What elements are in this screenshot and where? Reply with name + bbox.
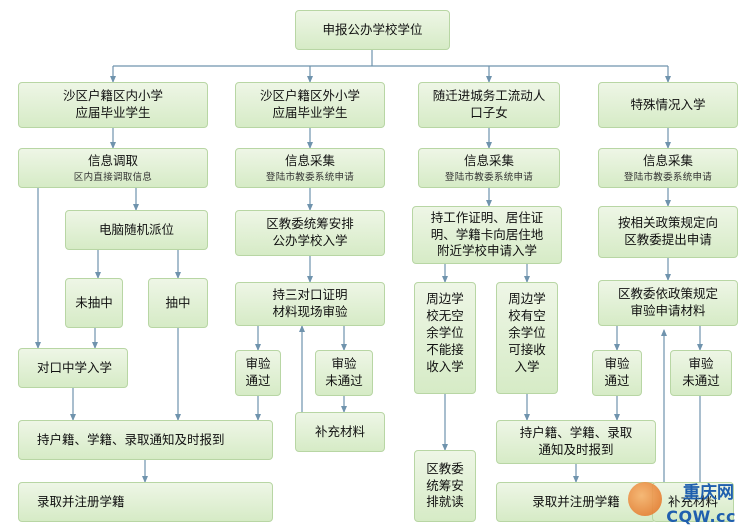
has-seats-line-2: 校有空 xyxy=(508,307,546,323)
no-seats-line-5: 收入学 xyxy=(426,358,464,374)
has-seats-box: 周边学 校有空 余学位 可接收 入学 xyxy=(496,282,558,394)
supplement-box-4: 补充材料 xyxy=(652,482,734,522)
no-seats-line-4: 不能接 xyxy=(426,341,464,357)
header-migrant-children: 随迁进城务工流动人 口子女 xyxy=(418,82,560,128)
watermark-line-2: CQW.cc xyxy=(666,507,736,526)
review-fail-line-1: 审验 xyxy=(331,356,357,372)
computer-lottery-label: 电脑随机派位 xyxy=(98,221,174,237)
district-arrange-study-line-3: 排就读 xyxy=(426,494,464,510)
policy-review-line-2: 审验申请材料 xyxy=(630,303,706,318)
header-line-2: 应届毕业学生 xyxy=(272,105,348,120)
onsite-review-line-2: 材料现场审验 xyxy=(272,304,348,319)
drawn-box: 抽中 xyxy=(148,278,208,328)
info-collection-sub: 登陆市教委系统申请 xyxy=(265,171,355,183)
header-line-1: 沙区户籍区外小学 xyxy=(259,88,360,104)
report-line-1: 持户籍、学籍、录取 xyxy=(519,425,633,441)
apply-line-1: 持工作证明、居住证 xyxy=(430,209,544,225)
policy-application-line-2: 区教委提出申请 xyxy=(624,232,712,247)
review-pass-line-1: 审验 xyxy=(604,356,630,372)
info-retrieval-sub: 区内直接调取信息 xyxy=(73,171,153,183)
counterpart-school-box: 对口中学入学 xyxy=(18,348,128,388)
onsite-review-line-1: 持三对口证明 xyxy=(272,287,348,303)
header-label: 特殊情况入学 xyxy=(630,96,706,112)
header-special-cases: 特殊情况入学 xyxy=(598,82,738,128)
header-local-out-district: 沙区户籍区外小学 应届毕业学生 xyxy=(235,82,385,128)
policy-review-box: 区教委依政策规定 审验申请材料 xyxy=(598,280,738,326)
district-arrange-line-2: 公办学校入学 xyxy=(272,233,348,248)
register-label: 录取并注册学籍 xyxy=(532,493,620,509)
header-line-1: 沙区户籍区内小学 xyxy=(62,88,163,104)
onsite-review-box: 持三对口证明 材料现场审验 xyxy=(235,282,385,326)
review-fail-box-2: 审验 未通过 xyxy=(315,350,373,396)
info-collection-title: 信息采集 xyxy=(642,152,693,168)
district-arrange-study-line-1: 区教委 xyxy=(426,460,464,476)
report-line-2: 通知及时报到 xyxy=(538,442,614,457)
site-watermark: 重庆网 CQW.cc xyxy=(624,478,744,528)
review-pass-box-4: 审验 通过 xyxy=(592,350,642,396)
review-fail-box-4: 审验 未通过 xyxy=(670,350,732,396)
policy-application-line-1: 按相关政策规定向 xyxy=(617,215,718,231)
review-pass-line-1: 审验 xyxy=(245,356,271,372)
info-collection-box-4: 信息采集 登陆市教委系统申请 xyxy=(598,148,738,188)
root-label: 申报公办学校学位 xyxy=(322,21,423,37)
info-collection-title: 信息采集 xyxy=(463,152,514,168)
counterpart-label: 对口中学入学 xyxy=(37,359,113,375)
info-retrieval-title: 信息调取 xyxy=(87,152,138,168)
no-seats-line-3: 余学位 xyxy=(426,324,464,340)
has-seats-line-4: 可接收 xyxy=(508,341,546,357)
header-line-2: 应届毕业学生 xyxy=(75,105,151,120)
not-drawn-box: 未抽中 xyxy=(65,278,123,328)
review-fail-line-2: 未通过 xyxy=(325,373,363,388)
drawn-label: 抽中 xyxy=(165,294,191,310)
apply-line-3: 附近学校申请入学 xyxy=(436,243,537,259)
info-retrieval-box: 信息调取 区内直接调取信息 xyxy=(18,148,208,188)
has-seats-line-3: 余学位 xyxy=(508,324,546,340)
watermark-line-1: 重庆网 xyxy=(683,483,734,503)
district-arrange-box: 区教委统筹安排 公办学校入学 xyxy=(235,210,385,256)
apply-with-documents-box: 持工作证明、居住证 明、学籍卡向居住地 附近学校申请入学 xyxy=(412,206,562,264)
district-arrange-study-box: 区教委 统筹安 排就读 xyxy=(414,450,476,522)
info-collection-sub: 登陆市教委系统申请 xyxy=(444,171,534,183)
review-pass-line-2: 通过 xyxy=(604,373,630,388)
supplement-label: 补充材料 xyxy=(667,493,718,509)
review-fail-line-1: 审验 xyxy=(688,356,714,372)
no-seats-line-2: 校无空 xyxy=(426,307,464,323)
district-arrange-line-1: 区教委统筹安排 xyxy=(266,216,354,232)
review-pass-line-2: 通过 xyxy=(245,373,271,388)
report-box-right: 持户籍、学籍、录取 通知及时报到 xyxy=(496,420,656,464)
header-local-in-district: 沙区户籍区内小学 应届毕业学生 xyxy=(18,82,208,128)
header-line-1: 随迁进城务工流动人 xyxy=(432,88,546,104)
register-label: 录取并注册学籍 xyxy=(37,493,125,509)
info-collection-sub: 登陆市教委系统申请 xyxy=(623,171,713,183)
no-seats-box: 周边学 校无空 余学位 不能接 收入学 xyxy=(414,282,476,394)
no-seats-line-1: 周边学 xyxy=(426,291,464,306)
report-label: 持户籍、学籍、录取通知及时报到 xyxy=(37,431,225,447)
info-collection-title: 信息采集 xyxy=(284,152,335,168)
has-seats-line-5: 入学 xyxy=(514,358,540,374)
review-pass-box-2: 审验 通过 xyxy=(235,350,281,396)
has-seats-line-1: 周边学 xyxy=(508,291,546,306)
apply-line-2: 明、学籍卡向居住地 xyxy=(430,226,544,242)
watermark-logo-icon xyxy=(628,482,662,516)
computer-lottery-box: 电脑随机派位 xyxy=(65,210,208,250)
policy-review-line-1: 区教委依政策规定 xyxy=(617,286,718,302)
district-arrange-study-line-2: 统筹安 xyxy=(426,477,464,493)
info-collection-box-2: 信息采集 登陆市教委系统申请 xyxy=(235,148,385,188)
root-node: 申报公办学校学位 xyxy=(295,10,450,50)
info-collection-box-3: 信息采集 登陆市教委系统申请 xyxy=(418,148,560,188)
register-box-left: 录取并注册学籍 xyxy=(18,482,273,522)
supplement-box-2: 补充材料 xyxy=(295,412,385,452)
policy-application-box: 按相关政策规定向 区教委提出申请 xyxy=(598,206,738,258)
header-line-2: 口子女 xyxy=(470,105,508,120)
review-fail-line-2: 未通过 xyxy=(682,373,720,388)
supplement-label: 补充材料 xyxy=(314,423,365,439)
report-box-left: 持户籍、学籍、录取通知及时报到 xyxy=(18,420,273,460)
register-box-right: 录取并注册学籍 xyxy=(496,482,656,522)
not-drawn-label: 未抽中 xyxy=(75,294,113,310)
